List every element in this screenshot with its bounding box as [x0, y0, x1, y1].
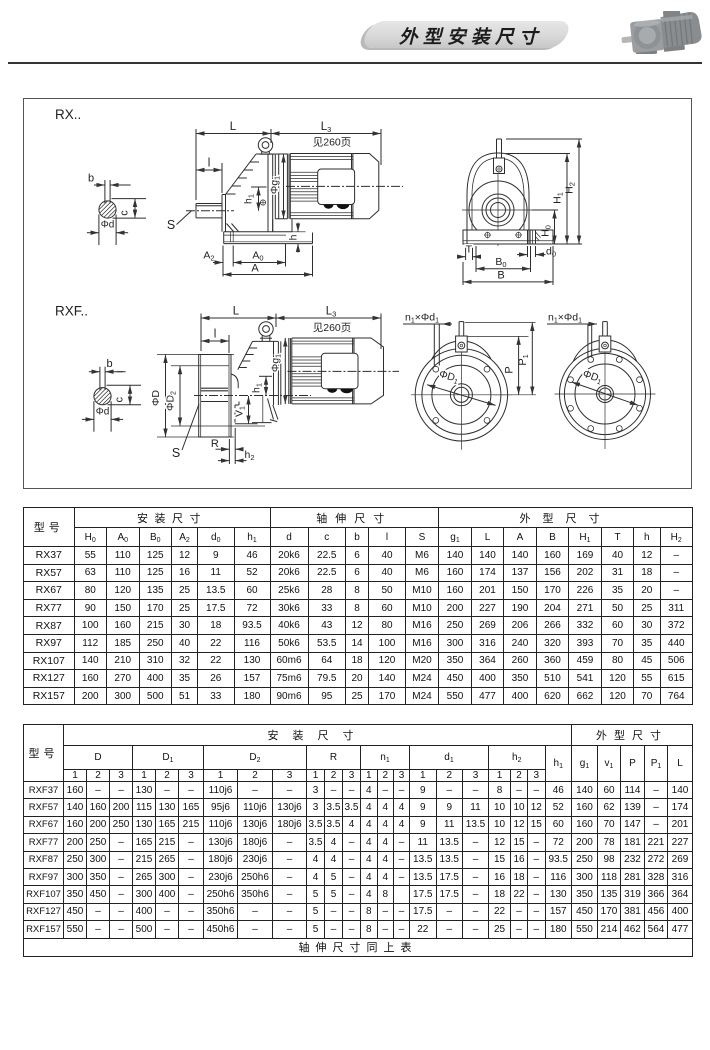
svg-text:见260页: 见260页: [313, 322, 352, 334]
svg-text:H2: H2: [564, 182, 577, 194]
svg-text:b: b: [88, 173, 94, 185]
svg-text:h: h: [287, 234, 299, 240]
svg-text:n1×Φd1: n1×Φd1: [548, 312, 582, 325]
svg-text:B: B: [497, 270, 504, 282]
svg-text:b: b: [106, 358, 112, 370]
svg-text:见260页: 见260页: [313, 137, 352, 149]
svg-text:R: R: [211, 438, 219, 450]
svg-text:H0: H0: [540, 225, 553, 237]
svg-text:H1: H1: [552, 192, 565, 204]
svg-text:S: S: [172, 446, 180, 460]
svg-text:RX..: RX..: [55, 107, 81, 122]
svg-text:Φd: Φd: [101, 220, 115, 231]
svg-text:T: T: [466, 244, 473, 256]
svg-text:L3: L3: [326, 306, 337, 319]
svg-text:RXF..: RXF..: [55, 304, 88, 319]
svg-text:L: L: [233, 306, 240, 318]
svg-text:Φg1: Φg1: [270, 354, 283, 372]
svg-text:B0: B0: [495, 256, 506, 269]
svg-text:S: S: [167, 218, 175, 232]
svg-text:A2: A2: [203, 250, 214, 263]
svg-text:A: A: [251, 263, 259, 275]
svg-text:c: c: [119, 210, 131, 216]
svg-text:ΦD2: ΦD2: [165, 391, 178, 411]
svg-text:Φd: Φd: [96, 406, 110, 417]
svg-text:d0: d0: [546, 246, 556, 259]
svg-text:h1: h1: [243, 194, 256, 204]
svg-text:c: c: [114, 396, 126, 402]
svg-text:l: l: [214, 329, 217, 341]
svg-text:h2: h2: [244, 449, 254, 462]
svg-text:P1: P1: [517, 354, 530, 365]
svg-text:P: P: [504, 366, 516, 373]
svg-text:L: L: [230, 121, 237, 133]
svg-text:A0: A0: [252, 250, 263, 263]
svg-text:L3: L3: [321, 121, 332, 134]
svg-text:Φg1: Φg1: [269, 176, 282, 194]
svg-text:ΦD: ΦD: [150, 390, 162, 406]
svg-text:n1×Φd1: n1×Φd1: [405, 312, 439, 325]
svg-text:h1: h1: [251, 383, 264, 393]
svg-text:l: l: [208, 158, 211, 170]
